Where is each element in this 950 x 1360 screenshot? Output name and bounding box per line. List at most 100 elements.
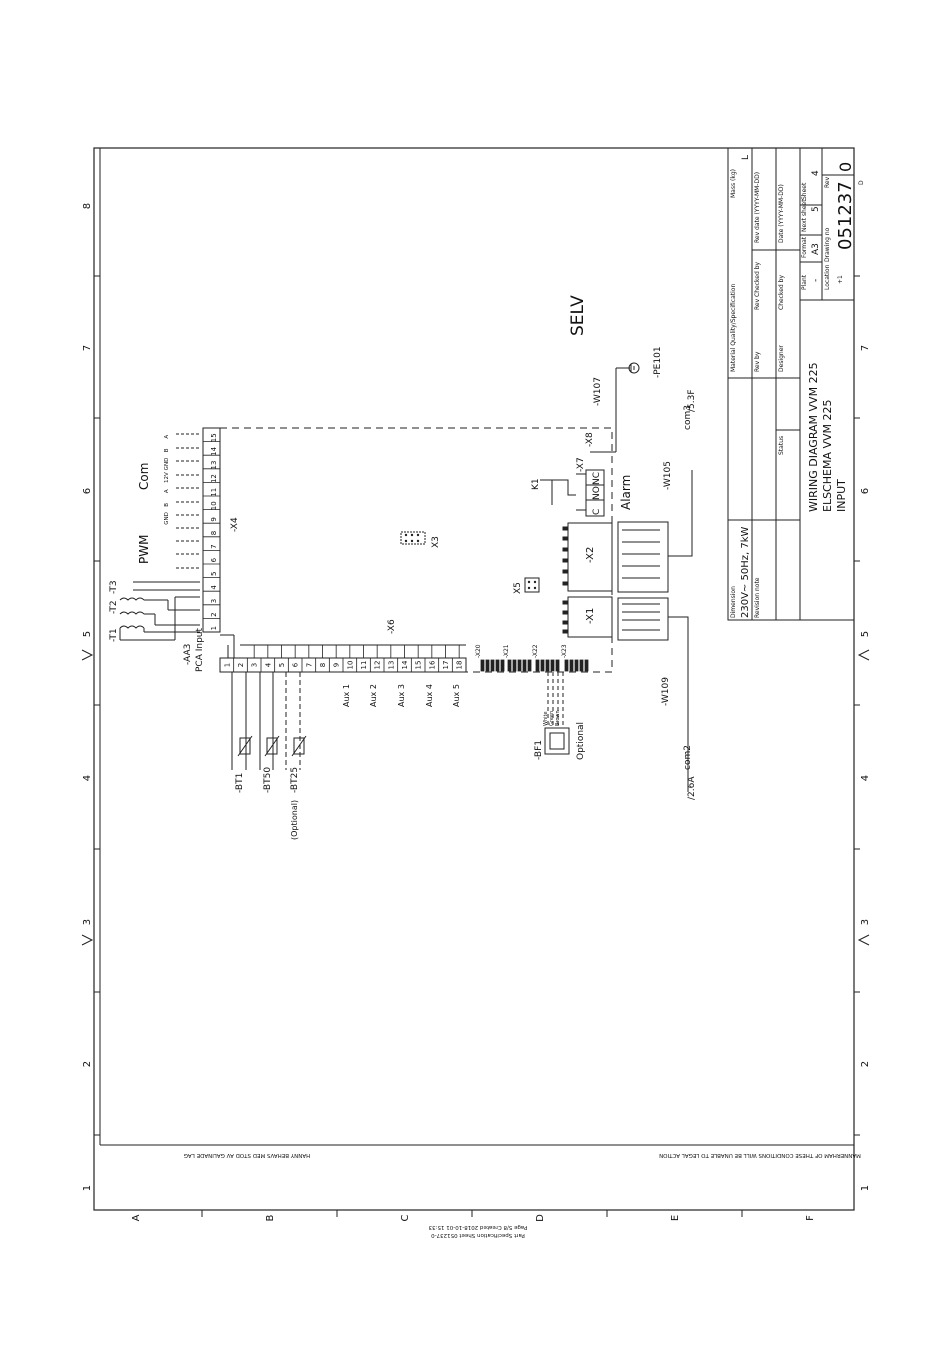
rev-date-label: Rev date (YYYY-MM-DD) (754, 172, 761, 243)
row-label-e: E (670, 1215, 681, 1221)
row-label-b: B (265, 1214, 276, 1221)
x6-pin-number: 18 (456, 661, 464, 670)
material-label: Material Quality/Specification (730, 284, 737, 372)
x6-pin-number: 5 (278, 663, 286, 667)
sheet-value: 4 (811, 170, 821, 176)
title-block (727, 147, 855, 621)
x4-pin-number: 2 (210, 612, 218, 616)
x4-pin-number: 10 (210, 501, 218, 510)
x6-pin-number: 6 (292, 662, 300, 667)
drawing-title-line3: INPUT (835, 479, 848, 512)
location-label: Location (824, 264, 831, 290)
aux4-label: Aux 4 (425, 684, 434, 707)
x6-pin-number: 3 (251, 663, 259, 667)
x4-pin-number: 4 (210, 585, 218, 590)
x6-pin-number: 8 (319, 663, 327, 667)
x6-pin-number: 9 (333, 663, 341, 667)
x21-label: -X21 (503, 644, 510, 658)
pca-input-board (202, 427, 613, 673)
x6-pin-number: 4 (264, 662, 272, 667)
bf1-wire-brown: Brown (555, 710, 561, 726)
x6-pin-number: 14 (401, 660, 409, 669)
x6-pin-number: 2 (237, 663, 245, 667)
x6-pin-number: 16 (428, 660, 436, 669)
zone-label-left-7: 7 (82, 345, 93, 351)
x4-pin-number: 5 (210, 572, 218, 576)
com3-label: com3 (683, 405, 693, 430)
zone-label-left-5: 5 (82, 631, 93, 637)
relay-c-label: C (592, 509, 602, 515)
x4-pin-number: 8 (210, 531, 218, 535)
row-label-a: A (131, 1214, 142, 1221)
zone-label-right-7: 7 (860, 345, 871, 351)
w109-label: -W109 (661, 677, 671, 706)
x4-signal-label: A (164, 489, 170, 493)
zone-label-left-6: 6 (82, 488, 93, 494)
x4-pin-number: 14 (210, 446, 218, 455)
x4-signal-label: GND (164, 458, 170, 471)
format-label: Format (801, 236, 808, 258)
checked-label: Checked by (778, 275, 785, 310)
drawing-title-line2: ELSCHEMA VVM 225 (821, 399, 834, 512)
x22-label: -X22 (532, 644, 539, 658)
alarm-relay-k1 (540, 362, 640, 517)
drawing-number: 051237 (835, 181, 856, 250)
next-sheet-value: 5 (811, 206, 821, 212)
bt25-optional-label: (Optional) (290, 800, 299, 840)
sheet-label: Sheet (801, 182, 808, 200)
w105-label: -W105 (663, 461, 673, 490)
x3-x5-headers (400, 531, 540, 593)
x4-signal-label: 12V (164, 472, 170, 483)
aux3-label: Aux 3 (397, 684, 406, 707)
frame-d-mark: D (858, 180, 865, 185)
temperature-sensors-t1-t3 (119, 581, 200, 641)
footer-note-right: MANNERHAM OF THESE CONDITIONS WILL BE UN… (659, 1152, 861, 1158)
date-label: Date (YYYY-MM-DD) (778, 184, 785, 243)
x6-pin-number: 12 (374, 661, 382, 670)
x23-label: -X23 (561, 644, 568, 658)
bt50-label: -BT50 (263, 767, 273, 793)
zone-label-left-2: 2 (82, 1061, 93, 1067)
zone-label-left-1: 1 (82, 1185, 93, 1191)
com-label: Com (137, 463, 151, 490)
x4-signal-stubs (176, 433, 200, 569)
pe101-label: -PE101 (653, 346, 663, 378)
aux2-label: Aux 2 (369, 684, 378, 707)
row-label-d: D (535, 1214, 546, 1222)
x6-pin-number: 17 (442, 661, 450, 670)
drawing-title-line1: WIRING DIAGRAM VVM 225 (807, 362, 820, 512)
mass-label: Mass (kg) (730, 169, 737, 198)
zone-label-right-6: 6 (860, 488, 871, 494)
t2-label: -T2 (109, 600, 119, 614)
com2-label: com2 (683, 745, 693, 770)
x7-label: -X7 (576, 457, 586, 472)
pwm-label: PWM (137, 535, 151, 564)
drawing-frame (81, 147, 870, 1217)
x20-x23-connectors (480, 659, 589, 672)
plant-value: - (811, 279, 821, 282)
bf1-optional-label: Optional (576, 722, 586, 760)
w107-label: -W107 (593, 377, 603, 406)
x6-pin-number: 7 (305, 663, 313, 667)
footer-note-left: HANNY BEHAVS MED STOD AV GALINADE LAG (184, 1152, 310, 1158)
rev-label: Rev (824, 176, 831, 188)
x4-signal-label: B (164, 448, 170, 452)
t3-label: -T3 (109, 580, 119, 594)
ref-26a-label: /2.6A (687, 776, 697, 800)
designer-label: Designer (778, 345, 785, 372)
aux5-label: Aux 5 (452, 684, 461, 707)
zone-label-right-3: 3 (860, 919, 871, 925)
bf1-wire-white: White (543, 711, 549, 726)
x4-pin-number: 1 (210, 626, 218, 630)
ref-53f-label: /5.3F (687, 389, 697, 412)
x6-label: -X6 (387, 619, 397, 634)
x4-pin-number: 13 (210, 461, 218, 470)
x6-pin-number: 10 (346, 661, 354, 670)
x1-label: -X1 (585, 608, 596, 624)
x3-label: X3 (431, 536, 441, 548)
footer-spec-line2: Page 5/8 Created 2018-10-01 15:33 (428, 1224, 527, 1230)
rev-value: 0 (836, 162, 855, 172)
x4-pin-number: 11 (210, 488, 218, 497)
zone-label-right-5: 5 (860, 631, 871, 637)
